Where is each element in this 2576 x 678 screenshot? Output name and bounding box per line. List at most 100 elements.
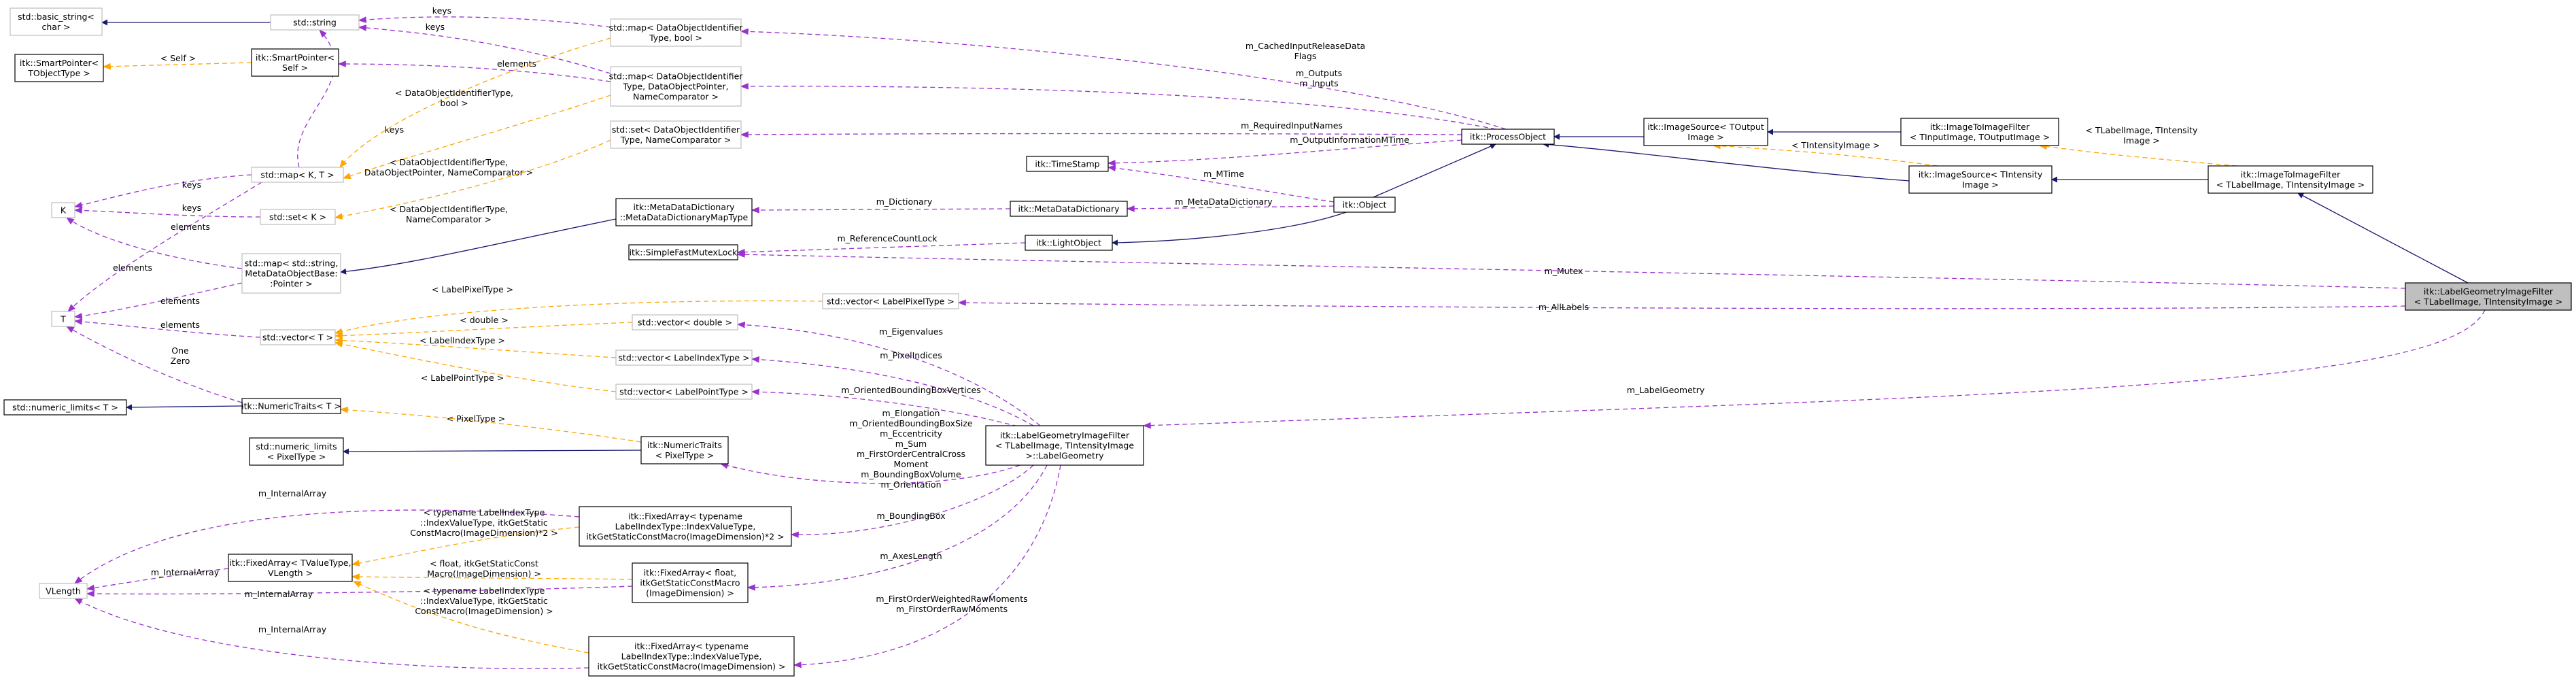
edge-line: [67, 182, 262, 312]
inheritance-edge: [126, 404, 243, 411]
usage-edge: elements: [67, 182, 262, 312]
class-box: [3, 399, 127, 416]
class-node-itk-imagetoimagefilter-tlabel[interactable]: itk::ImageToImageFilter< TLabelImage, TI…: [2208, 165, 2373, 194]
template-edge: < TLabelImage, TIntensityImage >: [2038, 125, 2237, 167]
class-name-line: std::vector< LabelPointType >: [619, 387, 749, 397]
edge-label: Flags: [1294, 51, 1317, 61]
usage-edge: keys: [73, 203, 261, 218]
edge-line: [957, 299, 2406, 309]
class-name-line: itk::NumericTraits: [647, 440, 722, 450]
class-node-fixedarray-single-dim[interactable]: itk::FixedArray< typenameLabelIndexType:…: [588, 636, 795, 677]
class-name-line: char >: [41, 22, 70, 32]
class-box: [610, 66, 742, 107]
class-node-itk-simplefastmutexlock[interactable]: itk::SimpleFastMutexLock: [628, 244, 738, 260]
class-box: [628, 244, 738, 260]
edge-line: [73, 282, 243, 320]
class-box: [51, 311, 75, 327]
usage-edge: m_PixelIndices: [751, 350, 1034, 426]
class-name-line: itkGetStaticConstMacro(ImageDimension) >: [598, 662, 786, 672]
class-node-std-numeric-limits-pixel[interactable]: std::numeric_limits< PixelType >: [249, 437, 344, 466]
class-box: [632, 562, 749, 603]
class-name-line: TObjectType >: [27, 68, 90, 78]
class-node-map-doi-bool: std::map< DataObjectIdentifierType, bool…: [609, 18, 743, 47]
class-box: [615, 384, 753, 400]
edge-line: [1543, 141, 1910, 182]
edge-label: m_RequiredInputNames: [1241, 120, 1343, 131]
usage-edge: m_Elongationm_OrientedBoundingBoxSizem_E…: [719, 408, 1020, 490]
edge-line: [740, 131, 1462, 138]
edge-label: m_Sum: [895, 439, 927, 449]
class-box: [251, 48, 339, 77]
class-node-fixedarray-float[interactable]: itk::FixedArray< float,itkGetStaticConst…: [632, 562, 749, 603]
class-name-line: itk::ImageSource< TIntensity: [1919, 169, 2043, 180]
edge-label: < TLabelImage, TIntensity: [2086, 125, 2199, 135]
edge-label: < DataObjectIdentifierType,: [390, 157, 508, 167]
class-name-line: Image >: [1962, 180, 1999, 190]
class-box: [640, 436, 729, 464]
class-node-itk-metadatadictionary[interactable]: itk::MetaDataDictionary: [1010, 201, 1128, 217]
edge-line: [86, 586, 633, 597]
class-box: [1461, 129, 1555, 145]
class-name-line: Self >: [282, 63, 308, 73]
inheritance-edge: [1543, 141, 1910, 182]
edge-label: Image >: [2123, 135, 2160, 146]
class-node-std-numeric-limits-t[interactable]: std::numeric_limits< T >: [3, 399, 127, 416]
edge-label: keys: [385, 124, 404, 135]
class-node-itk-imagetoimagefilter-tinput[interactable]: itk::ImageToImageFilter< TInputImage, TO…: [1900, 118, 2059, 146]
class-node-itk-imagesource-tintensity[interactable]: itk::ImageSource< TIntensityImage >: [1908, 165, 2053, 194]
template-edge: < DataObjectIdentifierType,bool >: [339, 37, 611, 168]
class-box: [270, 14, 360, 31]
edge-label: m_FirstOrderRawMoments: [896, 604, 1008, 614]
edge-label: elements: [160, 320, 200, 330]
class-node-itk-timestamp[interactable]: itk::TimeStamp: [1026, 156, 1109, 172]
usage-edge: m_FirstOrderWeightedRawMomentsm_FirstOrd…: [793, 464, 1061, 668]
class-node-itk-object[interactable]: itk::Object: [1333, 197, 1396, 213]
class-node-itk-lightobject[interactable]: itk::LightObject: [1025, 235, 1113, 251]
class-node-itk-smartpointer-tobjecttype[interactable]: itk::SmartPointer<TObjectType >: [14, 54, 104, 82]
edge-label: < typename LabelIndexType: [424, 586, 545, 596]
edge-line: [790, 464, 1034, 539]
edge-line: [751, 207, 1011, 214]
usage-edge: m_Dictionary: [751, 197, 1011, 214]
class-node-vector-double: std::vector< double >: [632, 314, 738, 330]
edge-line: [334, 337, 617, 358]
class-box: [260, 209, 336, 225]
class-name-line: VLength >: [268, 568, 313, 578]
template-edge: < typename LabelIndexType::IndexValueTyp…: [351, 507, 580, 566]
edge-line: [73, 318, 261, 338]
edge-line: [1112, 211, 1347, 246]
class-node-itk-labelgeometryimagefilter[interactable]: itk::LabelGeometryImageFilter< TLabelIma…: [2405, 282, 2572, 311]
edge-line: [1107, 165, 1335, 203]
edge-label: keys: [182, 180, 201, 190]
edge-line: [74, 509, 580, 584]
usage-edge: elements: [73, 318, 261, 338]
class-node-fixedarray-double-dim[interactable]: itk::FixedArray< typenameLabelIndexType:…: [579, 506, 792, 547]
edge-line: [334, 300, 823, 335]
edge-label: m_AxesLength: [880, 551, 942, 561]
edge-label: ::IndexValueType, itkGetStatic: [420, 518, 548, 528]
class-name-line: itk::SimpleFastMutexLock: [630, 248, 738, 258]
edge-line: [337, 61, 611, 82]
edge-line: [339, 37, 611, 168]
class-node-itk-labelgeometry[interactable]: itk::LabelGeometryImageFilter< TLabelIma…: [985, 425, 1144, 466]
inheritance-edge: [2297, 192, 2469, 284]
class-node-itk-numerictraits-t[interactable]: itk::NumericTraits< T >: [241, 398, 341, 414]
class-node-itk-smartpointer-self[interactable]: itk::SmartPointer<Self >: [251, 48, 339, 77]
class-node-set-doi: std::set< DataObjectIdentifierType, Name…: [610, 120, 742, 149]
class-box: [615, 350, 753, 366]
class-node-itk-processobject[interactable]: itk::ProcessObject: [1461, 129, 1555, 145]
class-node-itk-imagesource-toutput[interactable]: itk::ImageSource< TOutputImage >: [1643, 118, 1768, 146]
class-name-line: itk::NumericTraits< T >: [241, 401, 341, 411]
class-node-itk-fixedarray-tvalue[interactable]: itk::FixedArray< TValueType,VLength >: [228, 554, 353, 582]
class-name-line: itk::ProcessObject: [1470, 132, 1546, 142]
class-name-line: itk::FixedArray< typename: [628, 511, 742, 522]
class-node-itk-metadatadictionary-maptype[interactable]: itk::MetaDataDictionary::MetaDataDiction…: [615, 198, 753, 226]
edge-line: [351, 573, 633, 580]
class-name-line: itk::Object: [1343, 200, 1387, 210]
class-box: [822, 293, 959, 309]
edge-line: [736, 242, 1026, 256]
class-name-line: std::basic_string<: [18, 12, 95, 22]
edge-label: m_CachedInputReleaseData: [1246, 41, 1365, 51]
class-node-itk-numerictraits-pixeltype[interactable]: itk::NumericTraits< PixelType >: [640, 436, 729, 464]
